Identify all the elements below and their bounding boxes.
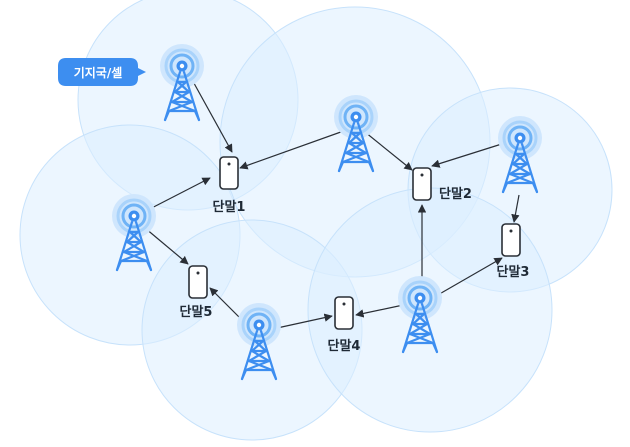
mobile-phone-icon	[219, 156, 239, 190]
legend-badge: 기지국/셀	[58, 58, 146, 86]
terminal-label-3: 단말3	[497, 264, 530, 280]
mobile-phone-icon	[188, 265, 208, 299]
arrow-tower3-to-t2	[431, 141, 509, 168]
mobile-phone-icon	[501, 223, 521, 257]
terminal-label-1: 단말1	[213, 199, 246, 215]
arrow-tower6-to-t4	[355, 303, 409, 318]
mobile-phone-icon	[412, 167, 432, 201]
mobile-phone-icon	[334, 296, 354, 330]
terminal-labels: 단말1 단말2 단말3 단말4 단말5	[180, 186, 530, 354]
terminal-label-4: 단말4	[328, 338, 361, 354]
terminal-label-2: 단말2	[439, 186, 472, 202]
terminal-label-5: 단말5	[180, 304, 213, 320]
arrow-tower3-to-t3	[511, 194, 520, 223]
arrow-tower2-to-t1	[239, 127, 353, 170]
arrow-tower5-to-t5	[209, 287, 245, 323]
arrow-tower1-to-t1	[189, 75, 233, 153]
arrow-tower4-to-t5	[144, 227, 189, 265]
arrow-tower2-to-t2	[359, 127, 413, 171]
arrow-tower6-to-t3	[435, 257, 503, 297]
legend-label: 기지국/셀	[74, 65, 123, 80]
